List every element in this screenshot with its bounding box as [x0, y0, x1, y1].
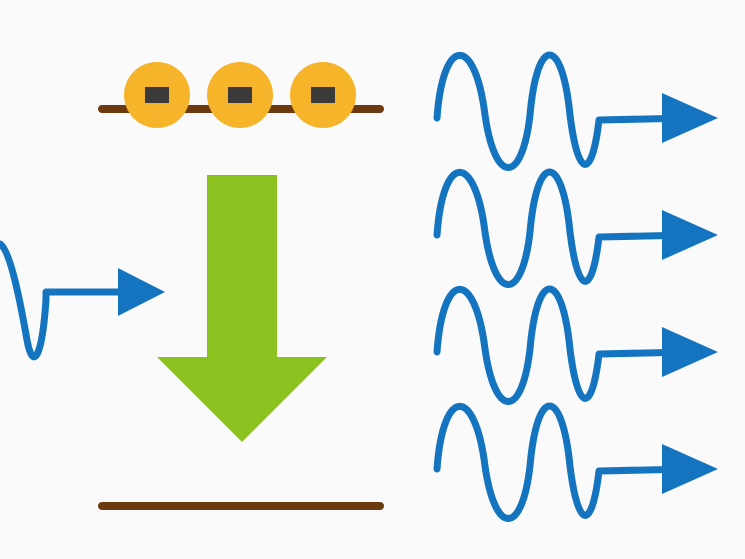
electron-icon: [124, 62, 190, 128]
right-arrow-icon: [662, 210, 718, 260]
outgoing-photon: [433, 285, 718, 405]
photon-wave-icon: [433, 51, 694, 171]
right-arrow-icon: [662, 93, 718, 143]
photon-wave-icon: [433, 168, 694, 288]
right-arrow-icon: [662, 444, 718, 494]
incoming-photon: [0, 240, 165, 361]
outgoing-photon: [433, 402, 718, 522]
photon-wave-icon: [433, 285, 694, 405]
right-arrow-icon: [118, 268, 165, 316]
photon-wave-icon: [433, 402, 694, 522]
electron-group: [124, 62, 356, 128]
right-arrow-icon: [662, 327, 718, 377]
electron-icon: [290, 62, 356, 128]
outgoing-photon: [433, 168, 718, 288]
photon-wave-icon: [0, 240, 144, 361]
electron-icon: [207, 62, 273, 128]
outgoing-photons: [433, 51, 718, 522]
down-arrow-icon: [157, 175, 327, 442]
outgoing-photon: [433, 51, 718, 171]
